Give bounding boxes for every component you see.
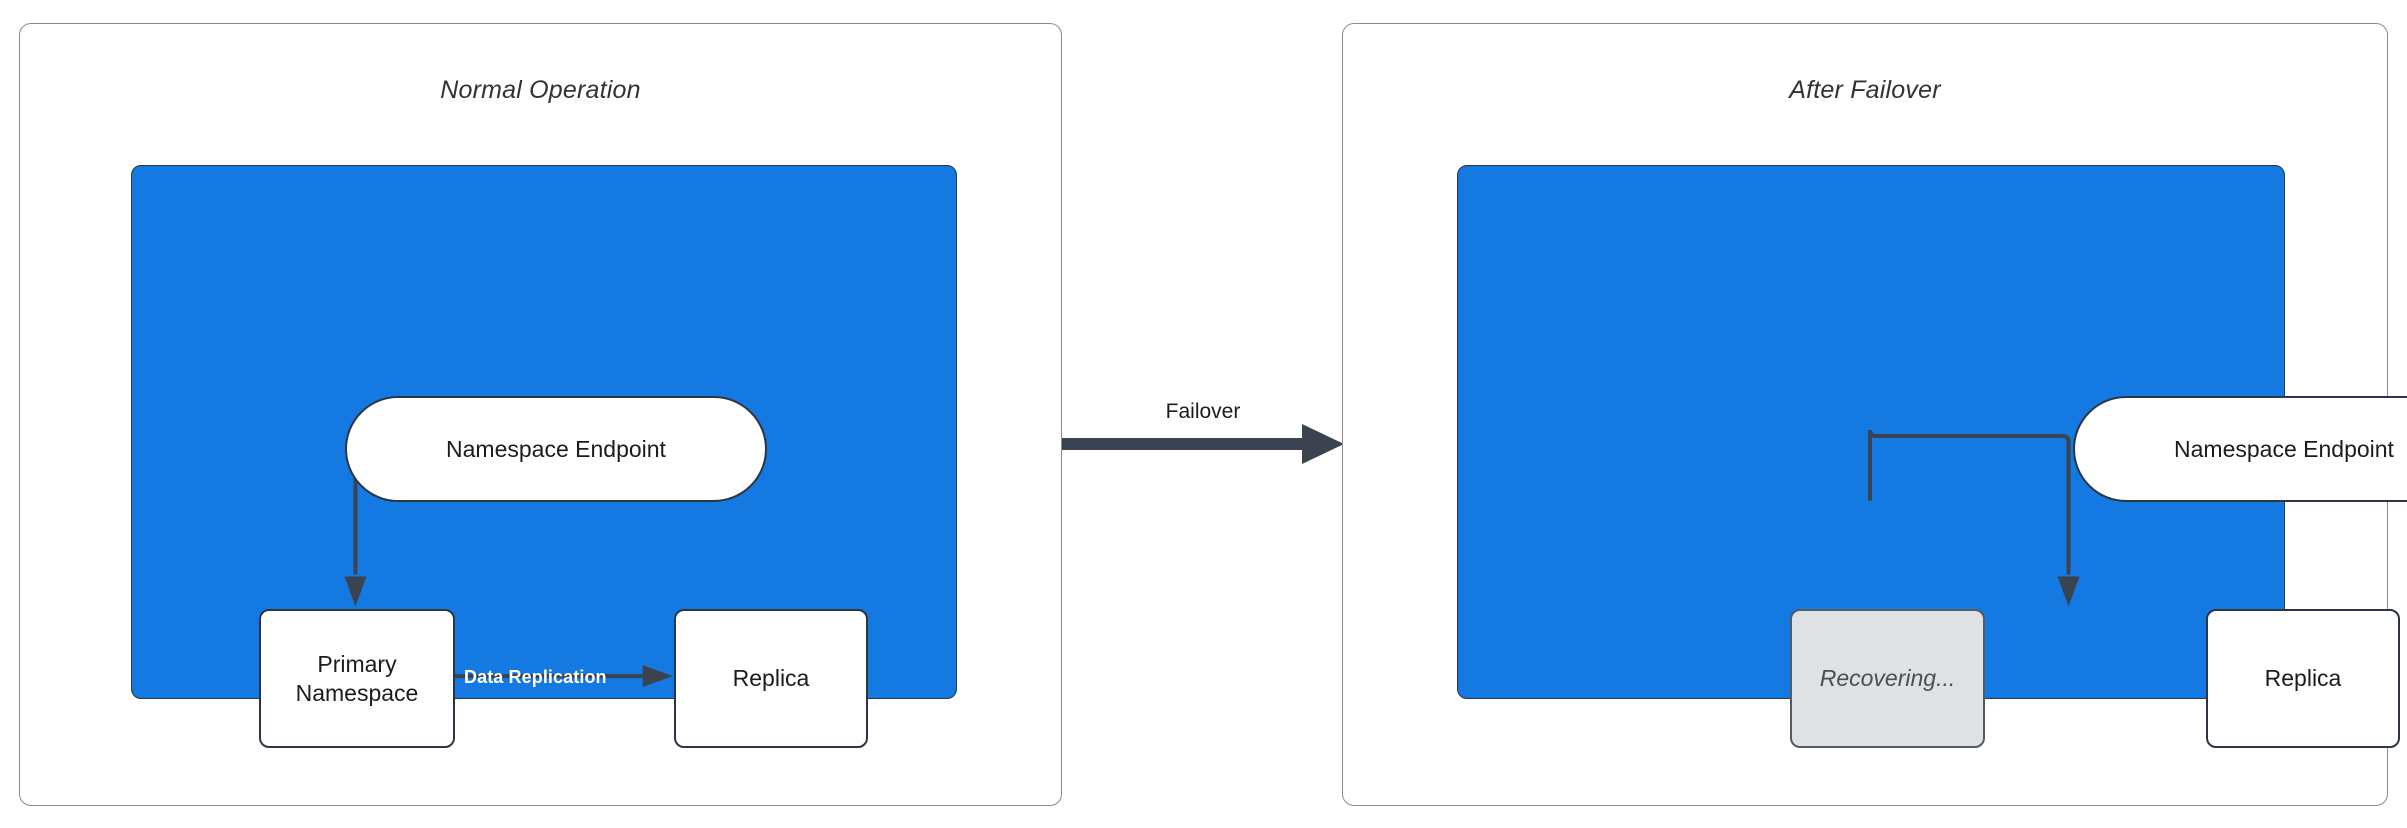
zone-normal-operation: Data Replication Namespace Endpoint Prim… <box>131 165 957 748</box>
node-label: Namespace Endpoint <box>446 435 666 462</box>
panel-after-failover: After Failover Namespace Endpoint Recove… <box>1342 23 2407 806</box>
node-label: Primary Namespace <box>296 650 419 708</box>
node-label: Namespace Endpoint <box>2174 435 2394 462</box>
node-label-line2: Namespace <box>295 679 419 706</box>
transition-label-failover: Failover <box>1165 400 1241 423</box>
panel-title-after-failover: After Failover <box>1789 76 1941 104</box>
node-label: Replica <box>732 665 810 692</box>
node-label-line1: Primary <box>317 650 397 677</box>
node-replica-failover[interactable]: Replica <box>2206 609 2400 748</box>
zone-after-failover: Namespace Endpoint Recovering... Replica <box>1457 165 2407 748</box>
node-recovering[interactable]: Recovering... <box>1790 609 1985 748</box>
node-primary-namespace[interactable]: Primary Namespace <box>259 609 455 748</box>
node-replica-normal[interactable]: Replica <box>674 609 868 748</box>
node-namespace-endpoint-failover[interactable]: Namespace Endpoint <box>2073 396 2407 502</box>
panel-title-normal-operation: Normal Operation <box>440 76 641 104</box>
edge-label-data-replication: Data Replication <box>464 667 607 687</box>
node-label: Replica <box>2264 665 2342 692</box>
node-label: Recovering... <box>1819 665 1956 692</box>
transition-arrow-failover <box>1062 400 1344 490</box>
node-namespace-endpoint-normal[interactable]: Namespace Endpoint <box>345 396 767 502</box>
panel-normal-operation: Normal Operation Data Replication Namesp… <box>19 23 1062 806</box>
